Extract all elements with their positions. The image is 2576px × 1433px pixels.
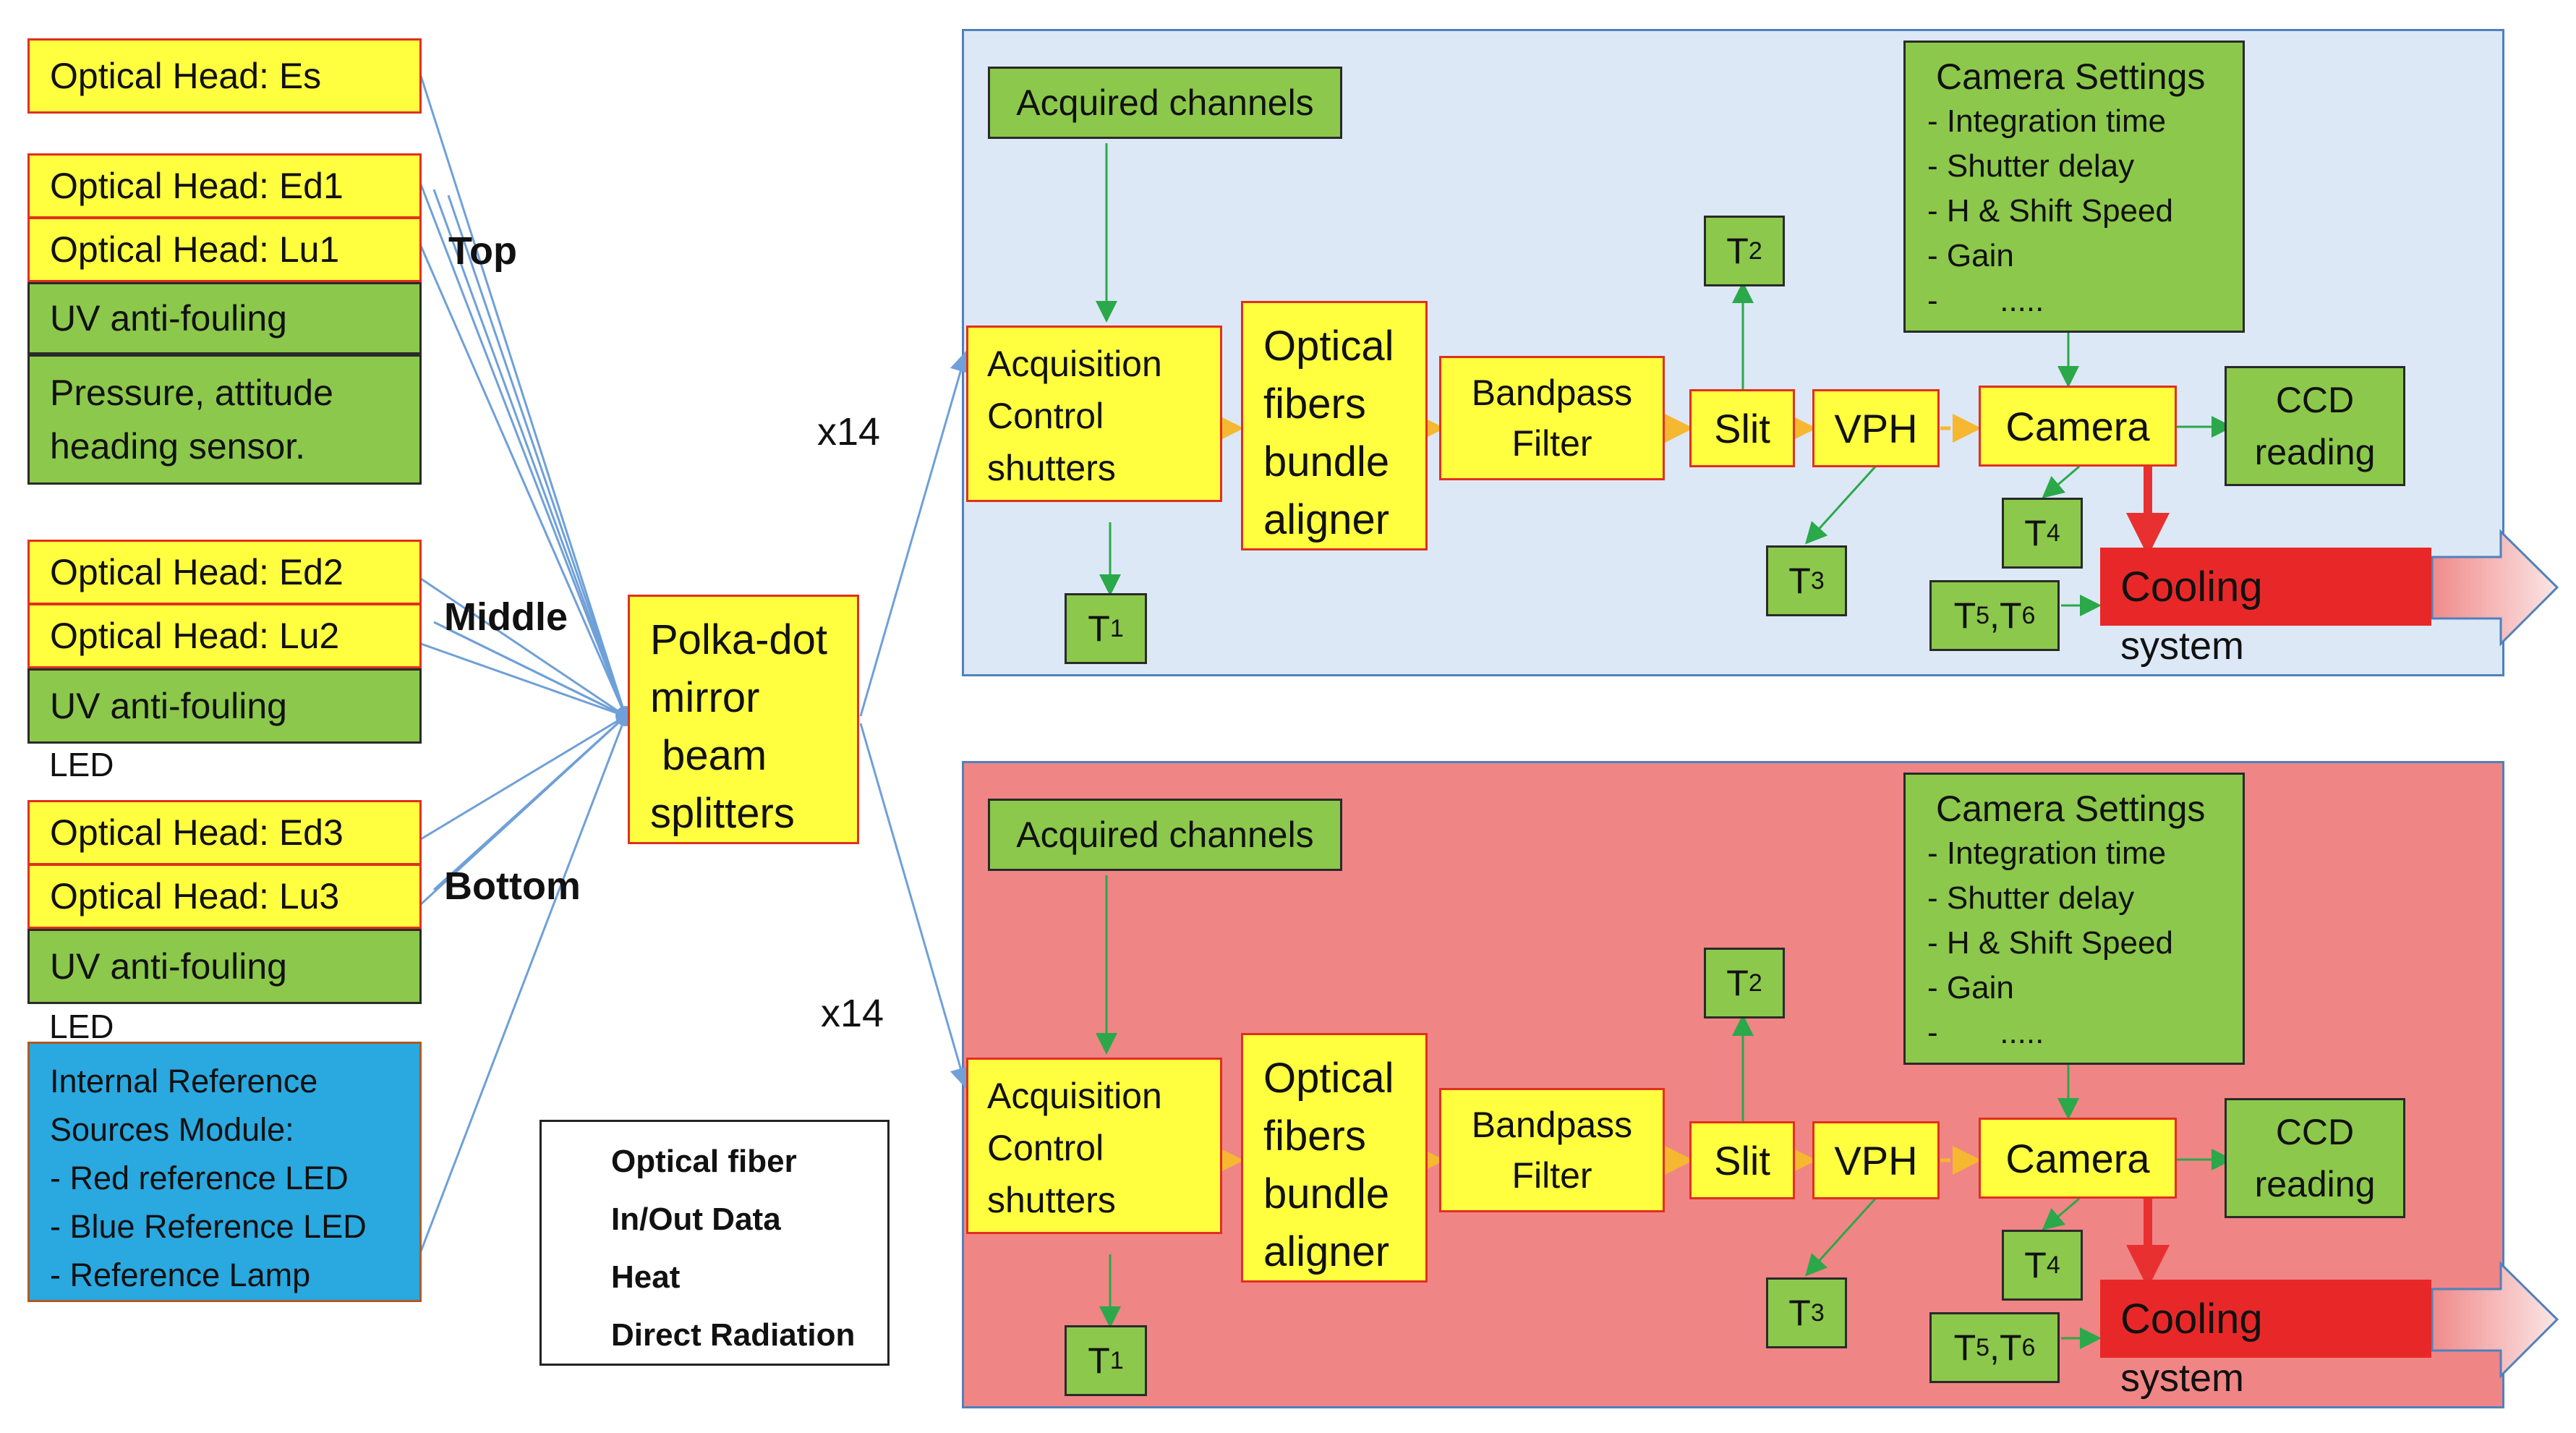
uv-antifouling-middle: UV anti-fouling — [27, 668, 422, 744]
legend-optical-fiber: Optical fiber — [611, 1144, 797, 1179]
ccd-reading-top: CCD reading — [2225, 366, 2405, 486]
internal-ref-line-3: - Red reference LED — [50, 1160, 349, 1196]
slit-top: Slit — [1689, 389, 1795, 467]
led-label-middle: LED — [49, 746, 114, 783]
camera-setting-item: - H & Shift Speed — [1927, 193, 2173, 229]
label-top: Top — [448, 229, 517, 273]
camera-settings-top: Camera Settings - Integration time - Shu… — [1903, 41, 2245, 333]
cooling-system-bottom: Cooling — [2100, 1280, 2431, 1358]
internal-ref-line-2: Sources Module: — [50, 1111, 294, 1148]
camera-setting-item: - H & Shift Speed — [1927, 925, 2173, 961]
optical-head-ed3: Optical Head: Ed3 — [27, 800, 422, 865]
internal-ref-line-5: - Reference Lamp — [50, 1256, 311, 1293]
acquired-channels-bottom: Acquired channels — [988, 799, 1342, 871]
camera-setting-item: - Gain — [1927, 238, 2014, 273]
optical-head-ed1: Optical Head: Ed1 — [27, 153, 422, 218]
vph-top: VPH — [1812, 389, 1940, 467]
led-label-bottom: LED — [49, 1008, 114, 1045]
internal-ref-line-4: - Blue Reference LED — [50, 1208, 367, 1245]
camera-setting-item: - Shutter delay — [1927, 148, 2135, 184]
vph-bottom: VPH — [1812, 1121, 1940, 1199]
acquisition-control-bottom: Acquisition Control shutters — [966, 1058, 1222, 1234]
acquisition-control-top: Acquisition Control shutters — [966, 326, 1222, 502]
bandpass-filter-top: Bandpass Filter — [1439, 356, 1665, 480]
legend-direct-radiation: Direct Radiation — [611, 1317, 856, 1353]
ccd-reading-bottom: CCD reading — [2225, 1098, 2405, 1218]
camera-bottom: Camera — [1979, 1118, 2177, 1199]
camera-setting-item: - ..... — [1927, 283, 2044, 318]
polka-dot-beam-splitter: Polka-dot mirror beam splitters — [628, 595, 859, 844]
label-middle: Middle — [444, 595, 568, 639]
camera-settings-bottom: Camera Settings - Integration time - Shu… — [1903, 773, 2245, 1065]
cooling-system-top: Cooling — [2100, 548, 2431, 626]
fibers-aligner-top: Optical fibers bundle aligner — [1241, 301, 1428, 550]
heat-exhaust-arrow-bottom — [2431, 1261, 2559, 1379]
camera-top: Camera — [1979, 386, 2177, 467]
uv-antifouling-bottom: UV anti-fouling — [27, 929, 422, 1004]
optical-head-lu2: Optical Head: Lu2 — [27, 603, 422, 668]
slit-bottom: Slit — [1689, 1121, 1795, 1199]
camera-settings-title: Camera Settings — [1936, 56, 2206, 97]
fibers-aligner-bottom: Optical fibers bundle aligner — [1241, 1033, 1428, 1283]
label-bottom: Bottom — [444, 864, 581, 908]
optical-head-es: Optical Head: Es — [27, 38, 422, 114]
uv-antifouling-top: UV anti-fouling — [27, 282, 422, 354]
bandpass-filter-bottom: Bandpass Filter — [1439, 1088, 1665, 1212]
legend-heat: Heat — [611, 1259, 681, 1295]
optical-head-lu1: Optical Head: Lu1 — [27, 217, 422, 282]
camera-settings-title: Camera Settings — [1936, 788, 2206, 829]
camera-setting-item: - Integration time — [1927, 103, 2167, 139]
camera-setting-item: - Gain — [1927, 970, 2014, 1005]
internal-reference-sources: Internal Reference Sources Module: - Red… — [27, 1042, 422, 1302]
cooling-system-label-bottom: system — [2120, 1356, 2245, 1400]
camera-setting-item: - Shutter delay — [1927, 880, 2135, 916]
legend-inout-data: In/Out Data — [611, 1202, 781, 1237]
label-x14-bottom: x14 — [821, 992, 884, 1035]
heat-exhaust-arrow-top — [2431, 529, 2559, 647]
optical-head-ed2: Optical Head: Ed2 — [27, 540, 422, 605]
optical-head-lu3: Optical Head: Lu3 — [27, 864, 422, 929]
legend: Optical fiber In/Out Data Heat Direct Ra… — [539, 1120, 890, 1366]
label-x14-top: x14 — [817, 410, 881, 454]
cooling-system-label-top: system — [2120, 624, 2245, 668]
camera-setting-item: - Integration time — [1927, 835, 2167, 871]
internal-ref-line-1: Internal Reference — [50, 1063, 318, 1100]
acquired-channels-top: Acquired channels — [988, 67, 1342, 139]
pressure-attitude-sensor: Pressure, attitude heading sensor. — [27, 354, 422, 485]
camera-setting-item: - ..... — [1927, 1015, 2044, 1050]
